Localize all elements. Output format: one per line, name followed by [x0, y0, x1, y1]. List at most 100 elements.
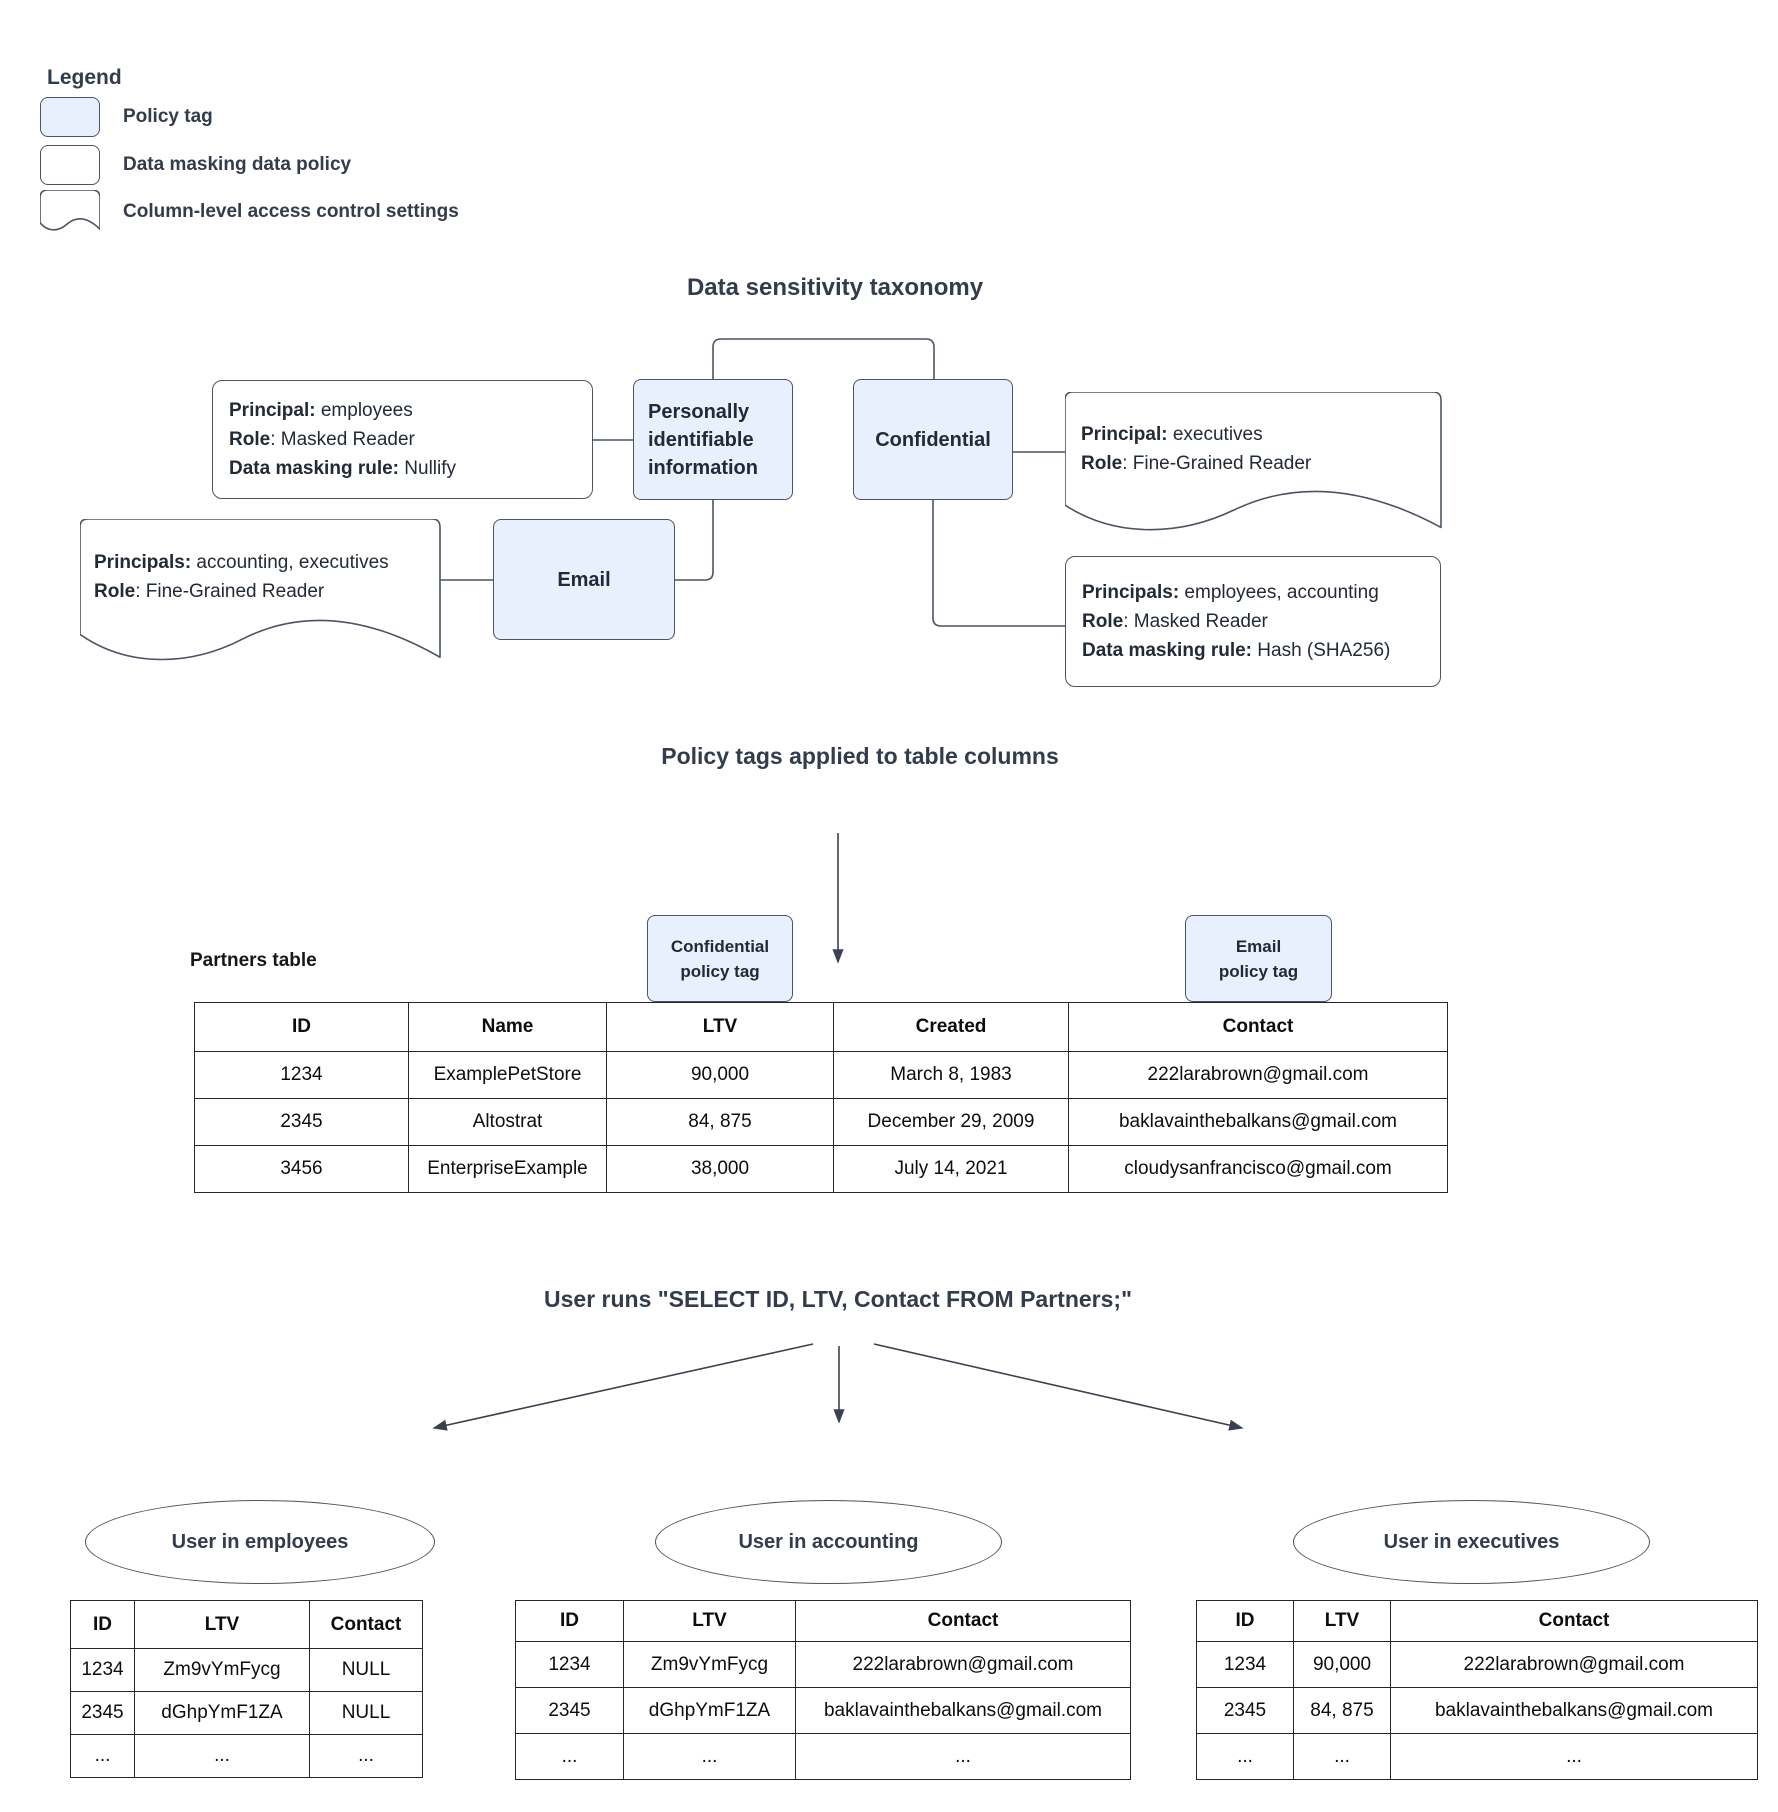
table-cell: 1234 [194, 1051, 409, 1099]
table-cell: 90,000 [1293, 1641, 1391, 1688]
document-shape-icon [1065, 392, 1442, 531]
table-cell: 2345 [70, 1691, 135, 1735]
table-cell: 2345 [515, 1687, 624, 1734]
shape-text-line: Role: Masked Reader [1082, 611, 1268, 632]
shape-text-line: Personally [648, 400, 750, 423]
table-cell: 1234 [70, 1648, 135, 1692]
taxonomy-bracket-connector [712, 338, 935, 379]
shape-text: Confidential [854, 426, 1012, 454]
callout-line: Confidential [670, 936, 770, 956]
shape-text-line: Principals: employees, accounting [1082, 582, 1379, 603]
shape-text-line: Data masking rule: Nullify [229, 458, 457, 479]
callout-line: policy tag [1218, 961, 1299, 981]
table-header-cell: ID [70, 1600, 135, 1649]
table-cell: 1234 [1196, 1641, 1294, 1688]
legend-item-label: Data masking data policy [123, 154, 352, 175]
table-header-cell: LTV [606, 1002, 834, 1052]
shape-text-line: Email [557, 568, 611, 591]
user-group-ellipse: User in employees [85, 1500, 435, 1584]
table-cell: EnterpriseExample [408, 1145, 607, 1193]
partners-table-label: Partners table [190, 950, 317, 971]
table-header-cell: Created [833, 1002, 1069, 1052]
table-cell: ... [1293, 1733, 1391, 1780]
table-cell: NULL [309, 1648, 423, 1692]
table-header-cell: Name [408, 1002, 607, 1052]
table-header-cell: ID [194, 1002, 409, 1052]
table-cell: 90,000 [606, 1051, 834, 1099]
taxonomy-title: Data sensitivity taxonomy [686, 274, 984, 301]
table-cell: dGhpYmF1ZA [623, 1687, 796, 1734]
legend-item: Policy tag [40, 96, 213, 138]
table-header-cell: Contact [1068, 1002, 1448, 1052]
table-cell: 222larabrown@gmail.com [1068, 1051, 1448, 1099]
document-shape-icon [80, 519, 441, 661]
shape-text-line: Role: Fine-Grained Reader [1081, 452, 1312, 474]
shape-text-line: Role: Fine-Grained Reader [94, 580, 325, 602]
table-row: ......... [515, 1733, 1131, 1780]
access-control-swatch [40, 190, 100, 231]
table-cell: Zm9vYmFycg [623, 1641, 796, 1688]
shape-text-line: information [648, 456, 758, 479]
table-cell: ... [1196, 1733, 1294, 1780]
legend-item: Data masking data policy [40, 144, 351, 186]
confidential-to-hash-connector [932, 500, 1065, 627]
partners-heading: Policy tags applied to table columns [661, 743, 1059, 769]
fan-arrow-right-icon [873, 1343, 1244, 1431]
table-cell: 38,000 [606, 1145, 834, 1193]
data-policy-swatch [40, 145, 100, 185]
table-cell: baklavainthebalkans@gmail.com [1390, 1687, 1758, 1734]
table-cell: ... [795, 1733, 1131, 1780]
table-cell: ExamplePetStore [408, 1051, 607, 1099]
user-group-label: User in executives [1383, 1530, 1560, 1553]
table-header-cell: LTV [1293, 1600, 1391, 1642]
shape-text-line: Principal: employees [229, 400, 413, 421]
legend-item-label: Column-level access control settings [123, 201, 459, 222]
table-row: ......... [70, 1734, 423, 1778]
user-group-ellipse: User in accounting [655, 1500, 1002, 1584]
table-header-cell: Contact [795, 1600, 1131, 1642]
shape-text: Email [494, 566, 674, 594]
user-group-ellipse: User in executives [1293, 1500, 1650, 1584]
query-heading: User runs "SELECT ID, LTV, Contact FROM … [544, 1286, 1132, 1312]
table-cell: baklavainthebalkans@gmail.com [795, 1687, 1131, 1734]
table-header-cell: ID [1196, 1600, 1294, 1642]
table-cell: baklavainthebalkans@gmail.com [1068, 1098, 1448, 1146]
table-cell: ... [134, 1734, 310, 1778]
table-cell: NULL [309, 1691, 423, 1735]
table-cell: 84, 875 [606, 1098, 834, 1146]
legend-item: Column-level access control settings [40, 190, 459, 233]
table-cell: 222larabrown@gmail.com [795, 1641, 1131, 1688]
table-header-cell: Contact [309, 1600, 423, 1649]
table-header-cell: LTV [623, 1600, 796, 1642]
table-cell: July 14, 2021 [833, 1145, 1069, 1193]
table-cell: cloudysanfrancisco@gmail.com [1068, 1145, 1448, 1193]
callout-line: policy tag [680, 961, 760, 981]
table-cell: 3456 [194, 1145, 409, 1193]
table-cell: 1234 [515, 1641, 624, 1688]
table-header-cell: ID [515, 1600, 624, 1642]
table-cell: 222larabrown@gmail.com [1390, 1641, 1758, 1688]
policy-tag-email-tag: Email [493, 519, 675, 640]
